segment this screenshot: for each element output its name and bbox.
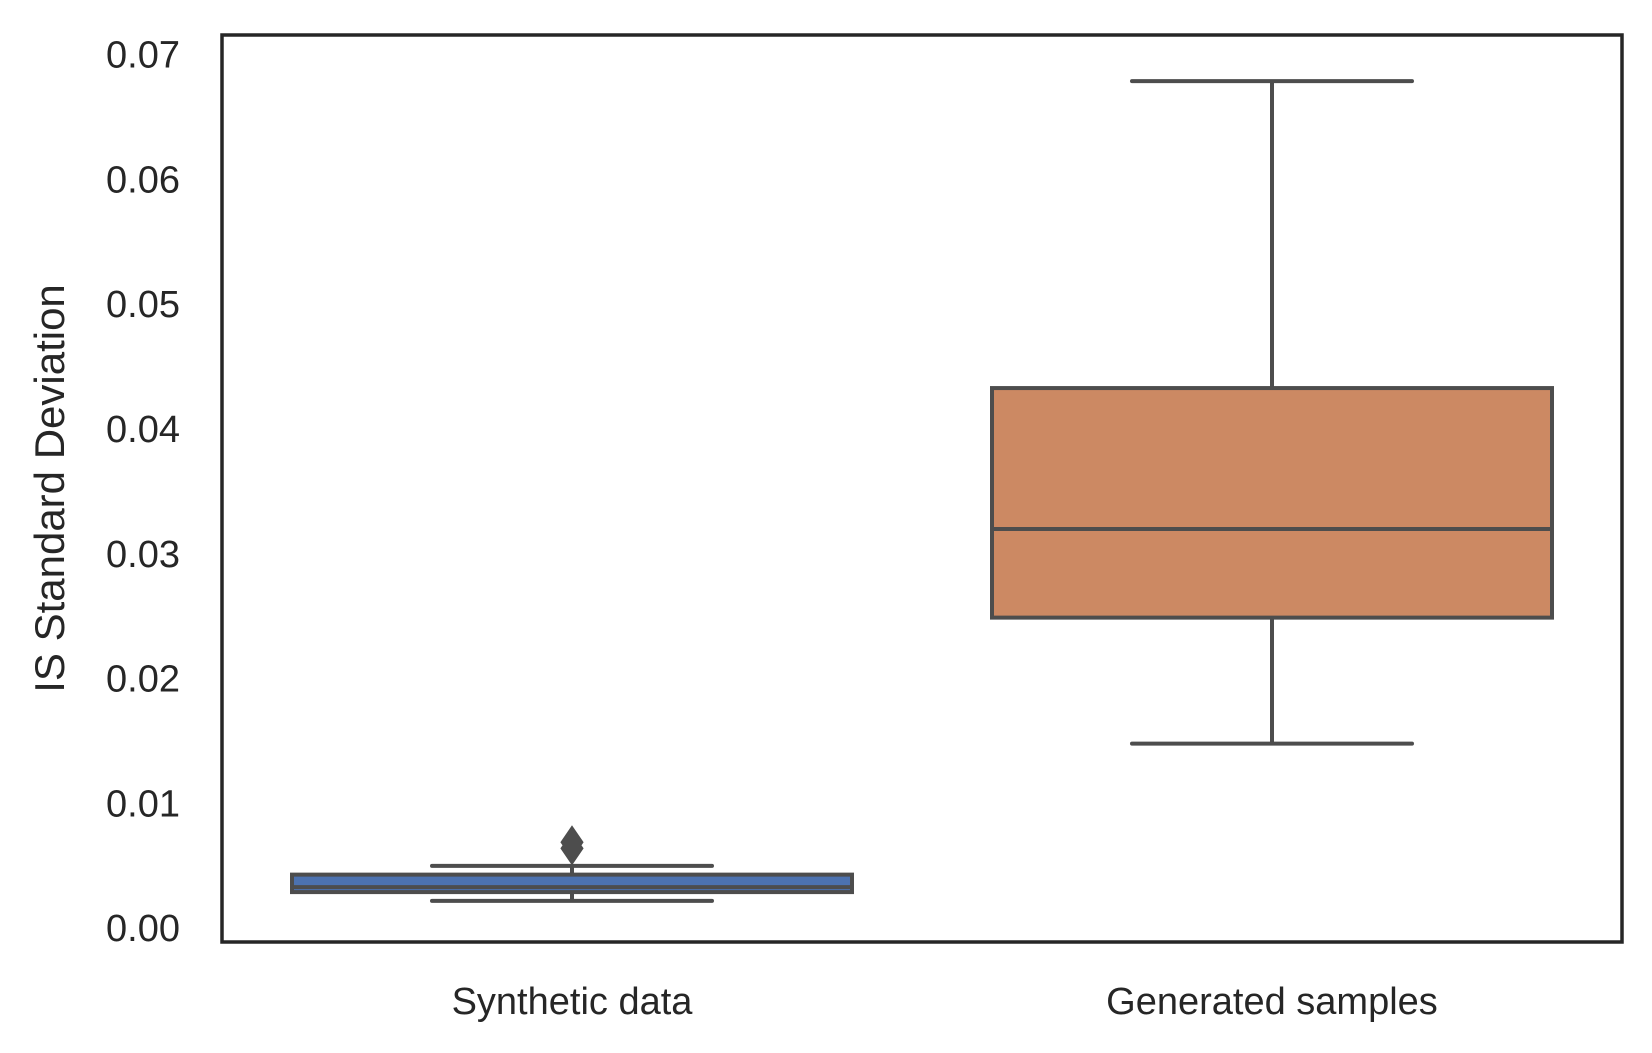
y-axis-ticks: 0.00 0.01 0.02 0.03 0.04 0.05 0.06 0.07 (106, 35, 180, 950)
boxes (290, 79, 1554, 903)
x-tick-label: Generated samples (1106, 981, 1438, 1023)
x-tick-label: Synthetic data (452, 981, 694, 1023)
y-tick-label: 0.02 (106, 659, 180, 701)
y-tick-label: 0.03 (106, 534, 180, 576)
y-tick-label: 0.05 (106, 284, 180, 326)
y-axis-title: IS Standard Deviation (26, 284, 73, 693)
y-tick-label: 0.07 (106, 35, 180, 77)
iqr-box (990, 386, 1554, 620)
y-tick-label: 0.00 (106, 908, 180, 950)
y-tick-label: 0.01 (106, 783, 180, 825)
iqr-box (290, 872, 854, 895)
outlier-marker (560, 825, 584, 860)
box-group (990, 79, 1554, 746)
y-tick-label: 0.06 (106, 159, 180, 201)
x-axis-ticks: Synthetic data Generated samples (452, 981, 1438, 1023)
box-group (290, 825, 854, 903)
plot-frame (220, 33, 1624, 944)
y-tick-label: 0.04 (106, 409, 180, 451)
